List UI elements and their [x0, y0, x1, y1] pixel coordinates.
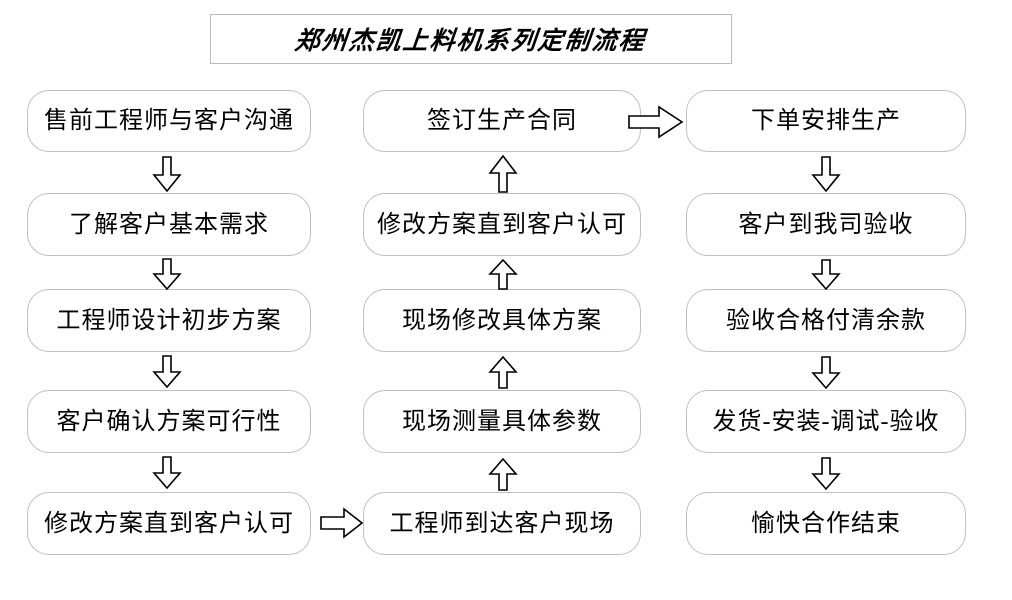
arrow-down-icon [811, 259, 841, 290]
arrow-right-icon [628, 105, 684, 139]
flow-node-l4[interactable]: 客户确认方案可行性 [27, 390, 311, 453]
flow-node-label: 客户确认方案可行性 [56, 408, 282, 435]
diagram-title-box: 郑州杰凯上料机系列定制流程 [210, 14, 732, 64]
flow-node-l5[interactable]: 修改方案直到客户认可 [27, 492, 311, 555]
arrow-down-icon [152, 355, 182, 388]
arrow-up-icon [488, 458, 518, 491]
flow-node-label: 验收合格付清余款 [726, 307, 926, 334]
flow-node-m3[interactable]: 现场修改具体方案 [363, 289, 641, 352]
flow-node-label: 下单安排生产 [751, 108, 901, 134]
flow-node-l2[interactable]: 了解客户基本需求 [27, 193, 311, 256]
flow-node-r4[interactable]: 发货-安装-调试-验收 [686, 390, 966, 453]
arrow-right-icon [320, 507, 364, 539]
flow-node-label: 发货-安装-调试-验收 [712, 408, 940, 435]
flow-node-label: 工程师设计初步方案 [56, 307, 282, 334]
arrow-up-icon [488, 356, 518, 389]
flow-node-l1[interactable]: 售前工程师与客户沟通 [27, 90, 311, 152]
flow-node-label: 修改方案直到客户认可 [377, 211, 627, 238]
flow-node-label: 工程师到达客户现场 [389, 510, 615, 537]
arrow-up-icon [488, 155, 518, 193]
flow-node-label: 售前工程师与客户沟通 [44, 108, 294, 134]
flow-node-label: 了解客户基本需求 [69, 211, 269, 238]
flow-node-label: 现场测量具体参数 [402, 408, 602, 435]
arrow-down-icon [152, 456, 182, 489]
arrow-down-icon [811, 457, 841, 490]
flow-node-r2[interactable]: 客户到我司验收 [686, 193, 966, 256]
flow-node-m4[interactable]: 现场测量具体参数 [363, 390, 641, 453]
flow-node-label: 签订生产合同 [427, 108, 577, 134]
arrow-up-icon [488, 259, 518, 290]
arrow-down-icon [152, 258, 182, 290]
flow-node-r5[interactable]: 愉快合作结束 [686, 492, 966, 555]
flow-node-label: 愉快合作结束 [751, 510, 901, 537]
flow-node-m5[interactable]: 工程师到达客户现场 [363, 492, 641, 555]
flow-node-m2[interactable]: 修改方案直到客户认可 [363, 193, 641, 256]
flow-node-m1[interactable]: 签订生产合同 [363, 90, 641, 152]
flow-node-label: 现场修改具体方案 [402, 307, 602, 334]
flow-node-label: 修改方案直到客户认可 [44, 510, 294, 537]
page-title: 郑州杰凯上料机系列定制流程 [293, 28, 648, 55]
flow-node-r1[interactable]: 下单安排生产 [686, 90, 966, 152]
flow-node-label: 客户到我司验收 [738, 211, 914, 238]
arrow-down-icon [152, 156, 182, 192]
arrow-down-icon [811, 356, 841, 389]
flow-node-l3[interactable]: 工程师设计初步方案 [27, 289, 311, 352]
flow-node-r3[interactable]: 验收合格付清余款 [686, 289, 966, 352]
arrow-down-icon [811, 156, 841, 192]
